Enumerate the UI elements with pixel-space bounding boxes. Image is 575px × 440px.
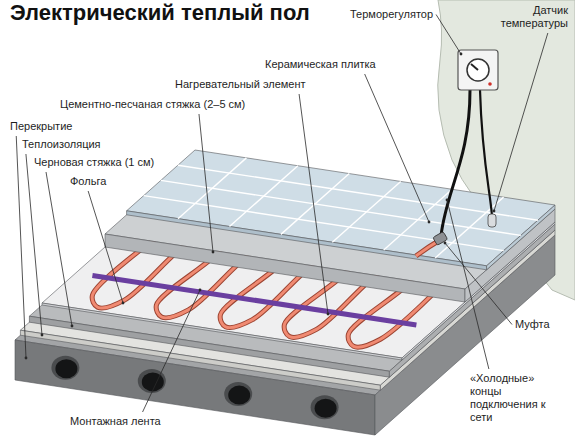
temperature-sensor [488, 214, 496, 227]
leader-dot [212, 251, 215, 254]
leader-line [445, 243, 512, 325]
wiring [416, 90, 496, 256]
leader-line [436, 15, 461, 55]
leader-line [494, 33, 548, 211]
floor-drawing [15, 0, 575, 435]
slab-hole-rim [311, 395, 339, 419]
leader-dot [444, 242, 447, 245]
slab-hole [142, 372, 164, 391]
tile-joint [178, 165, 538, 220]
leader-dot [460, 53, 463, 56]
leader-dot [493, 210, 496, 213]
leader-dot [327, 313, 330, 316]
part-label: Монтажная лента [70, 415, 161, 428]
leader-line [143, 290, 200, 412]
thermostat [458, 50, 498, 90]
part-label: Терморегулятор [350, 8, 433, 21]
cold-end-wire [441, 90, 470, 236]
leader-line [299, 94, 328, 314]
sensor-wire [480, 90, 492, 216]
leader-lines [16, 15, 548, 413]
leader-line [88, 191, 123, 303]
leader-dot [41, 334, 44, 337]
leader-line [199, 114, 213, 252]
leader-dot [199, 289, 202, 292]
slab-hole [55, 359, 77, 378]
thermostat-dial [467, 59, 489, 81]
part-label: Цементно-песчаная стяжка (2–5 см) [60, 98, 245, 111]
slab-hole [315, 399, 337, 418]
part-label: «Холодные» концы подключения к сети [470, 372, 550, 424]
leader-line [46, 172, 72, 326]
indicator-lamp [488, 82, 492, 86]
leader-dot [428, 221, 431, 224]
leader-dot [446, 199, 449, 202]
slab-hole-rim [224, 382, 252, 406]
tile-joint [144, 196, 504, 251]
part-label: Черновая стяжка (1 см) [34, 156, 154, 169]
leader-line [365, 74, 429, 222]
leader-line [26, 154, 42, 335]
part-label: Нагревательный элемент [175, 78, 306, 91]
slab-hole-rim [51, 356, 79, 380]
thermostat-box [458, 50, 498, 90]
part-label: Теплоизоляция [22, 138, 101, 151]
part-label: Керамическая плитка [265, 58, 376, 71]
part-label: Перекрытие [10, 120, 72, 133]
dial-pointer [471, 64, 478, 70]
part-label: Датчик температуры [488, 4, 568, 30]
leader-dot [122, 302, 125, 305]
slab-hole [228, 386, 250, 405]
layer-side [487, 205, 555, 270]
tile-joint [161, 180, 521, 235]
leader-dot [71, 325, 74, 328]
coupling [433, 232, 448, 246]
diagram-title: Электрический теплый пол [10, 0, 310, 26]
part-label: Фольга [70, 175, 106, 188]
leader-line [447, 200, 489, 369]
part-label: Муфта [515, 318, 550, 331]
leader-dot [25, 357, 28, 360]
leader-line [16, 136, 26, 358]
